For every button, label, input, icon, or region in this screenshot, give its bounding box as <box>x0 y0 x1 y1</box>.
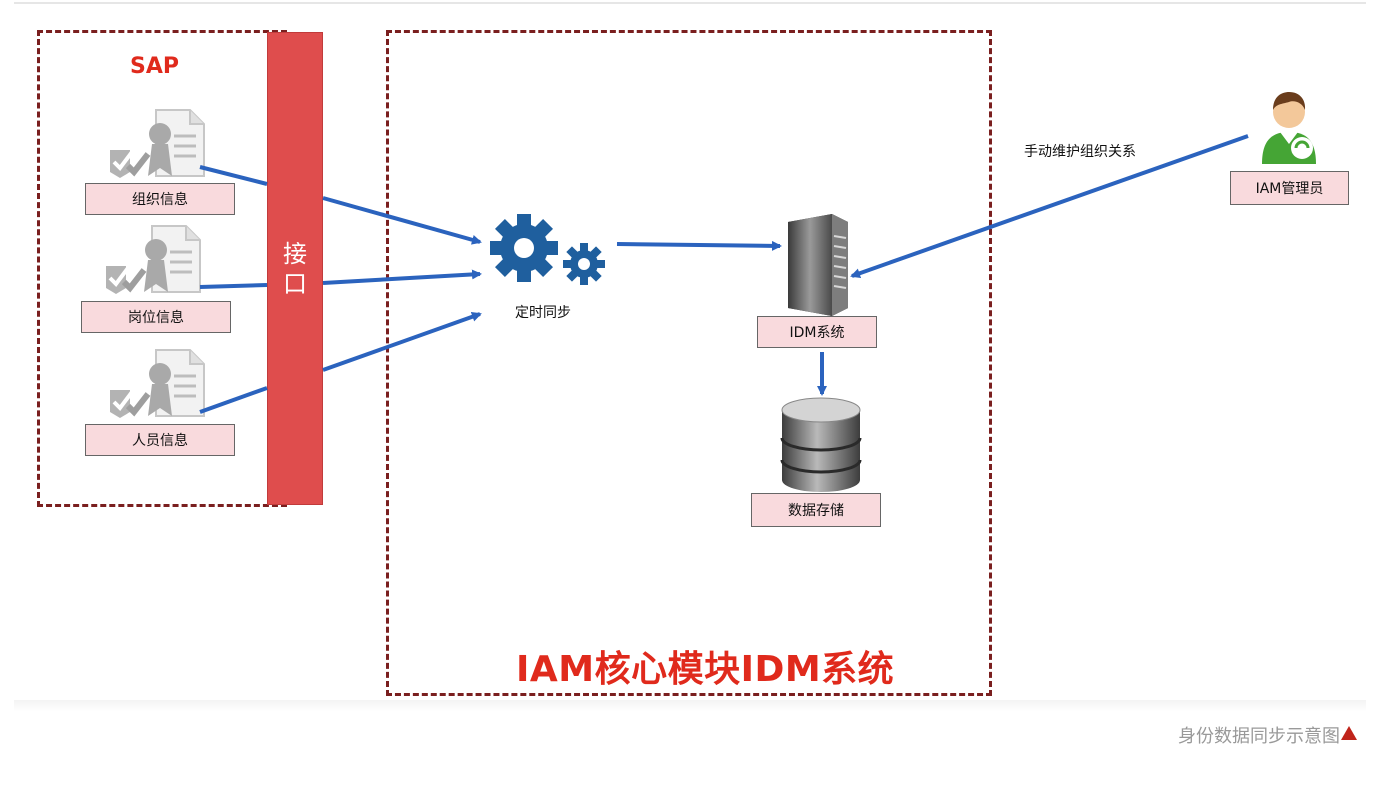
position-info-label: 岗位信息 <box>81 301 231 333</box>
personnel-info-label: 人员信息 <box>85 424 235 456</box>
figure-caption: 身份数据同步示意图 <box>1178 726 1340 747</box>
org-info-label: 组织信息 <box>85 183 235 215</box>
sync-label: 定时同步 <box>515 305 571 321</box>
database-icon <box>780 397 862 492</box>
interface-label: 接 口 <box>283 240 307 298</box>
top-divider <box>14 2 1366 4</box>
gears-icon <box>490 214 605 285</box>
certificate-document-icon <box>106 225 201 294</box>
interface-bar: 接 口 <box>267 32 323 505</box>
iam-container <box>386 30 992 696</box>
iam-admin-label: IAM管理员 <box>1230 171 1349 205</box>
iam-core-title: IAM核心模块IDM系统 <box>516 649 895 690</box>
certificate-document-icon <box>110 349 205 418</box>
idm-system-label: IDM系统 <box>757 316 877 348</box>
sap-title: SAP <box>130 54 179 79</box>
server-icon <box>788 214 848 316</box>
bottom-divider <box>14 700 1366 712</box>
user-admin-icon <box>1262 92 1316 164</box>
certificate-document-icon <box>110 109 205 178</box>
triangle-up-icon[interactable] <box>1341 726 1357 740</box>
data-storage-label: 数据存储 <box>751 493 881 527</box>
manual-maintain-label: 手动维护组织关系 <box>1024 144 1136 160</box>
